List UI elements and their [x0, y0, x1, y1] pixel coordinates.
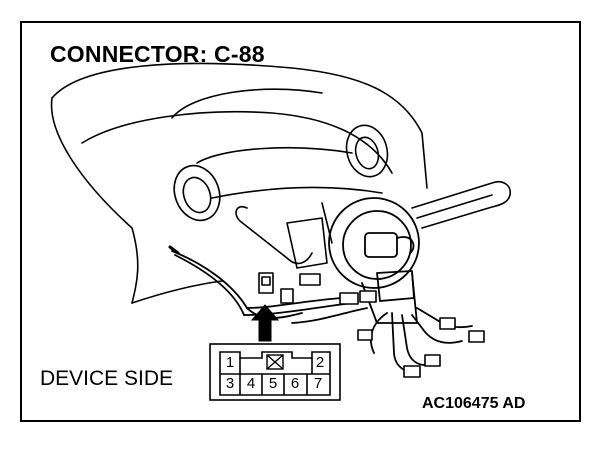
- harness-connectors: [258, 272, 485, 378]
- pin-label: 5: [268, 375, 278, 392]
- pin-label: 3: [225, 375, 235, 392]
- connector-title: CONNECTOR: C-88: [50, 41, 265, 67]
- combination-switch-stalk: [411, 180, 512, 229]
- pin-label: 2: [315, 354, 325, 371]
- diagram-frame: CONNECTOR: C-88 DEVICE SIDE AC106475 AD …: [20, 21, 581, 422]
- figure-code: AC106475 AD: [422, 395, 526, 412]
- dashboard-outline: [50, 62, 428, 304]
- connector-face-outline: [209, 343, 341, 401]
- x-box-icon: [266, 354, 284, 370]
- connector-pin-table: 1 2 3 4 5 6 7: [220, 350, 330, 395]
- device-side-label: DEVICE SIDE: [40, 367, 174, 390]
- steering-column-drawing: [50, 62, 512, 401]
- pin-label: 6: [290, 375, 300, 392]
- wire-end: [168, 245, 180, 255]
- up-arrow-icon: [250, 304, 280, 342]
- left-stalk: [235, 205, 328, 269]
- pin-label: 4: [246, 375, 256, 392]
- clock-spring: [328, 197, 420, 324]
- pin-label: 1: [225, 354, 235, 371]
- pin-label: 7: [313, 375, 323, 392]
